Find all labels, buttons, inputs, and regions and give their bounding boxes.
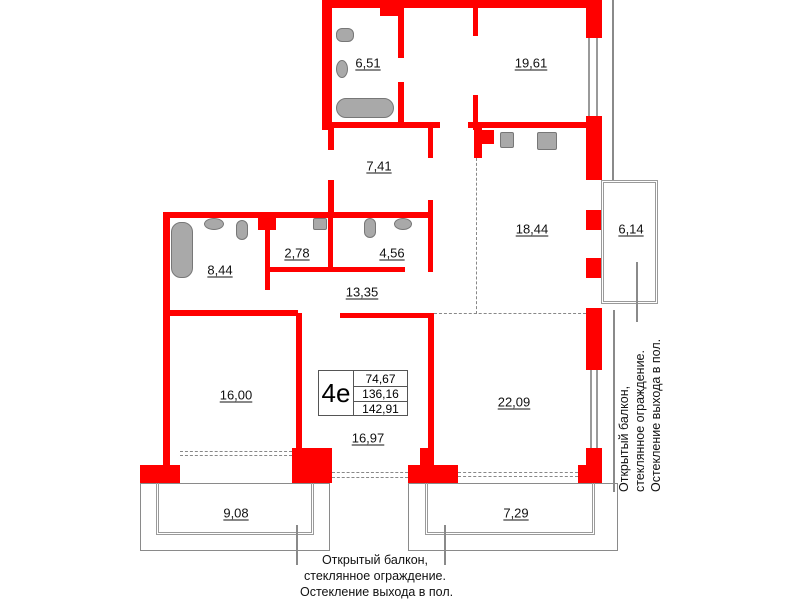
wall bbox=[586, 0, 602, 38]
toilet-icon bbox=[336, 28, 354, 42]
wall bbox=[428, 122, 433, 158]
partition-line bbox=[476, 158, 477, 314]
bathtub-icon bbox=[336, 98, 394, 118]
balcony-bottom-right-outer bbox=[408, 483, 618, 551]
apartment-type: 4e bbox=[319, 371, 354, 415]
room-area-bathroom-left: 8,44 bbox=[207, 262, 233, 278]
wall bbox=[163, 212, 170, 474]
window bbox=[596, 38, 598, 116]
living-area: 74,67 bbox=[354, 372, 407, 387]
balcony-right-outline bbox=[601, 180, 658, 304]
room-area-laundry: 2,78 bbox=[284, 245, 310, 261]
room-area-balcony-bottom-right: 7,29 bbox=[503, 505, 529, 521]
window bbox=[590, 370, 592, 448]
wall bbox=[474, 130, 494, 144]
facade-line bbox=[612, 0, 614, 180]
wall bbox=[322, 122, 440, 128]
stove-icon bbox=[537, 132, 557, 150]
wall bbox=[586, 308, 602, 370]
wall bbox=[428, 313, 434, 473]
wall bbox=[578, 465, 602, 483]
wall bbox=[333, 267, 405, 272]
wall bbox=[322, 0, 600, 8]
wall bbox=[586, 116, 602, 180]
total-area-with-balconies: 142,91 bbox=[362, 402, 399, 416]
room-area-kitchen: 18,44 bbox=[515, 221, 549, 237]
toilet-icon bbox=[236, 220, 248, 240]
room-area-corridor: 13,35 bbox=[345, 284, 379, 300]
sink-icon bbox=[394, 218, 412, 230]
room-area-wc: 4,56 bbox=[379, 245, 405, 261]
wall bbox=[468, 122, 588, 128]
wall bbox=[328, 122, 334, 150]
room-area-balcony-right: 6,14 bbox=[618, 221, 644, 237]
window bbox=[588, 38, 590, 116]
bathtub-icon bbox=[171, 222, 193, 278]
room-area-bedroom-top: 19,61 bbox=[514, 55, 548, 71]
wall bbox=[586, 210, 602, 230]
window-line bbox=[332, 477, 408, 478]
balcony-note-bottom: Открытый балкон, стеклянное ограждение. … bbox=[300, 553, 454, 599]
balcony-note-right: Открытый балкон, стеклянное ограждение. … bbox=[617, 338, 663, 492]
window-line bbox=[458, 476, 578, 477]
balcony-bottom-right-inner bbox=[425, 483, 595, 535]
window-line bbox=[180, 451, 292, 452]
wall bbox=[340, 313, 433, 318]
window bbox=[596, 370, 598, 448]
leader-line bbox=[444, 525, 446, 565]
wall bbox=[163, 212, 433, 218]
kitchen-sink-icon bbox=[500, 132, 514, 148]
room-area-hall-top: 7,41 bbox=[366, 158, 392, 174]
sink-icon bbox=[204, 218, 224, 230]
wall bbox=[428, 200, 433, 220]
toilet-icon bbox=[364, 218, 376, 238]
wall bbox=[322, 0, 332, 130]
window-line bbox=[332, 472, 408, 473]
wall bbox=[265, 267, 329, 272]
wall bbox=[265, 212, 270, 290]
wall bbox=[163, 310, 298, 316]
apartment-summary-badge: 4e 74,67 136,16 142,91 bbox=[318, 370, 408, 416]
wall bbox=[473, 95, 478, 130]
wall bbox=[380, 0, 400, 16]
window-line bbox=[458, 472, 578, 473]
balcony-bottom-left-inner bbox=[156, 483, 314, 535]
partition-line bbox=[434, 313, 586, 314]
room-area-bedroom-middle: 16,97 bbox=[351, 430, 385, 446]
room-area-bathroom-top: 6,51 bbox=[355, 55, 381, 71]
balcony-bottom-left-outer bbox=[140, 483, 330, 551]
wall bbox=[398, 0, 404, 58]
leader-line bbox=[296, 525, 298, 565]
facade-line bbox=[613, 310, 615, 492]
wall bbox=[292, 448, 332, 483]
leader-line bbox=[636, 262, 638, 322]
wall bbox=[140, 465, 180, 483]
wall bbox=[398, 82, 404, 122]
wall bbox=[296, 313, 302, 473]
wall bbox=[328, 212, 333, 272]
room-area-living-room: 22,09 bbox=[497, 394, 531, 410]
window-line bbox=[180, 455, 292, 456]
sink-icon bbox=[336, 60, 348, 78]
room-area-balcony-bottom-left: 9,08 bbox=[223, 505, 249, 521]
washing-machine-icon bbox=[313, 218, 327, 230]
wall bbox=[473, 0, 478, 36]
wall bbox=[428, 212, 433, 272]
wall bbox=[420, 448, 434, 483]
wall bbox=[328, 180, 334, 216]
room-area-bedroom-left: 16,00 bbox=[219, 387, 253, 403]
total-area: 136,16 bbox=[354, 387, 407, 402]
wall bbox=[586, 258, 602, 278]
